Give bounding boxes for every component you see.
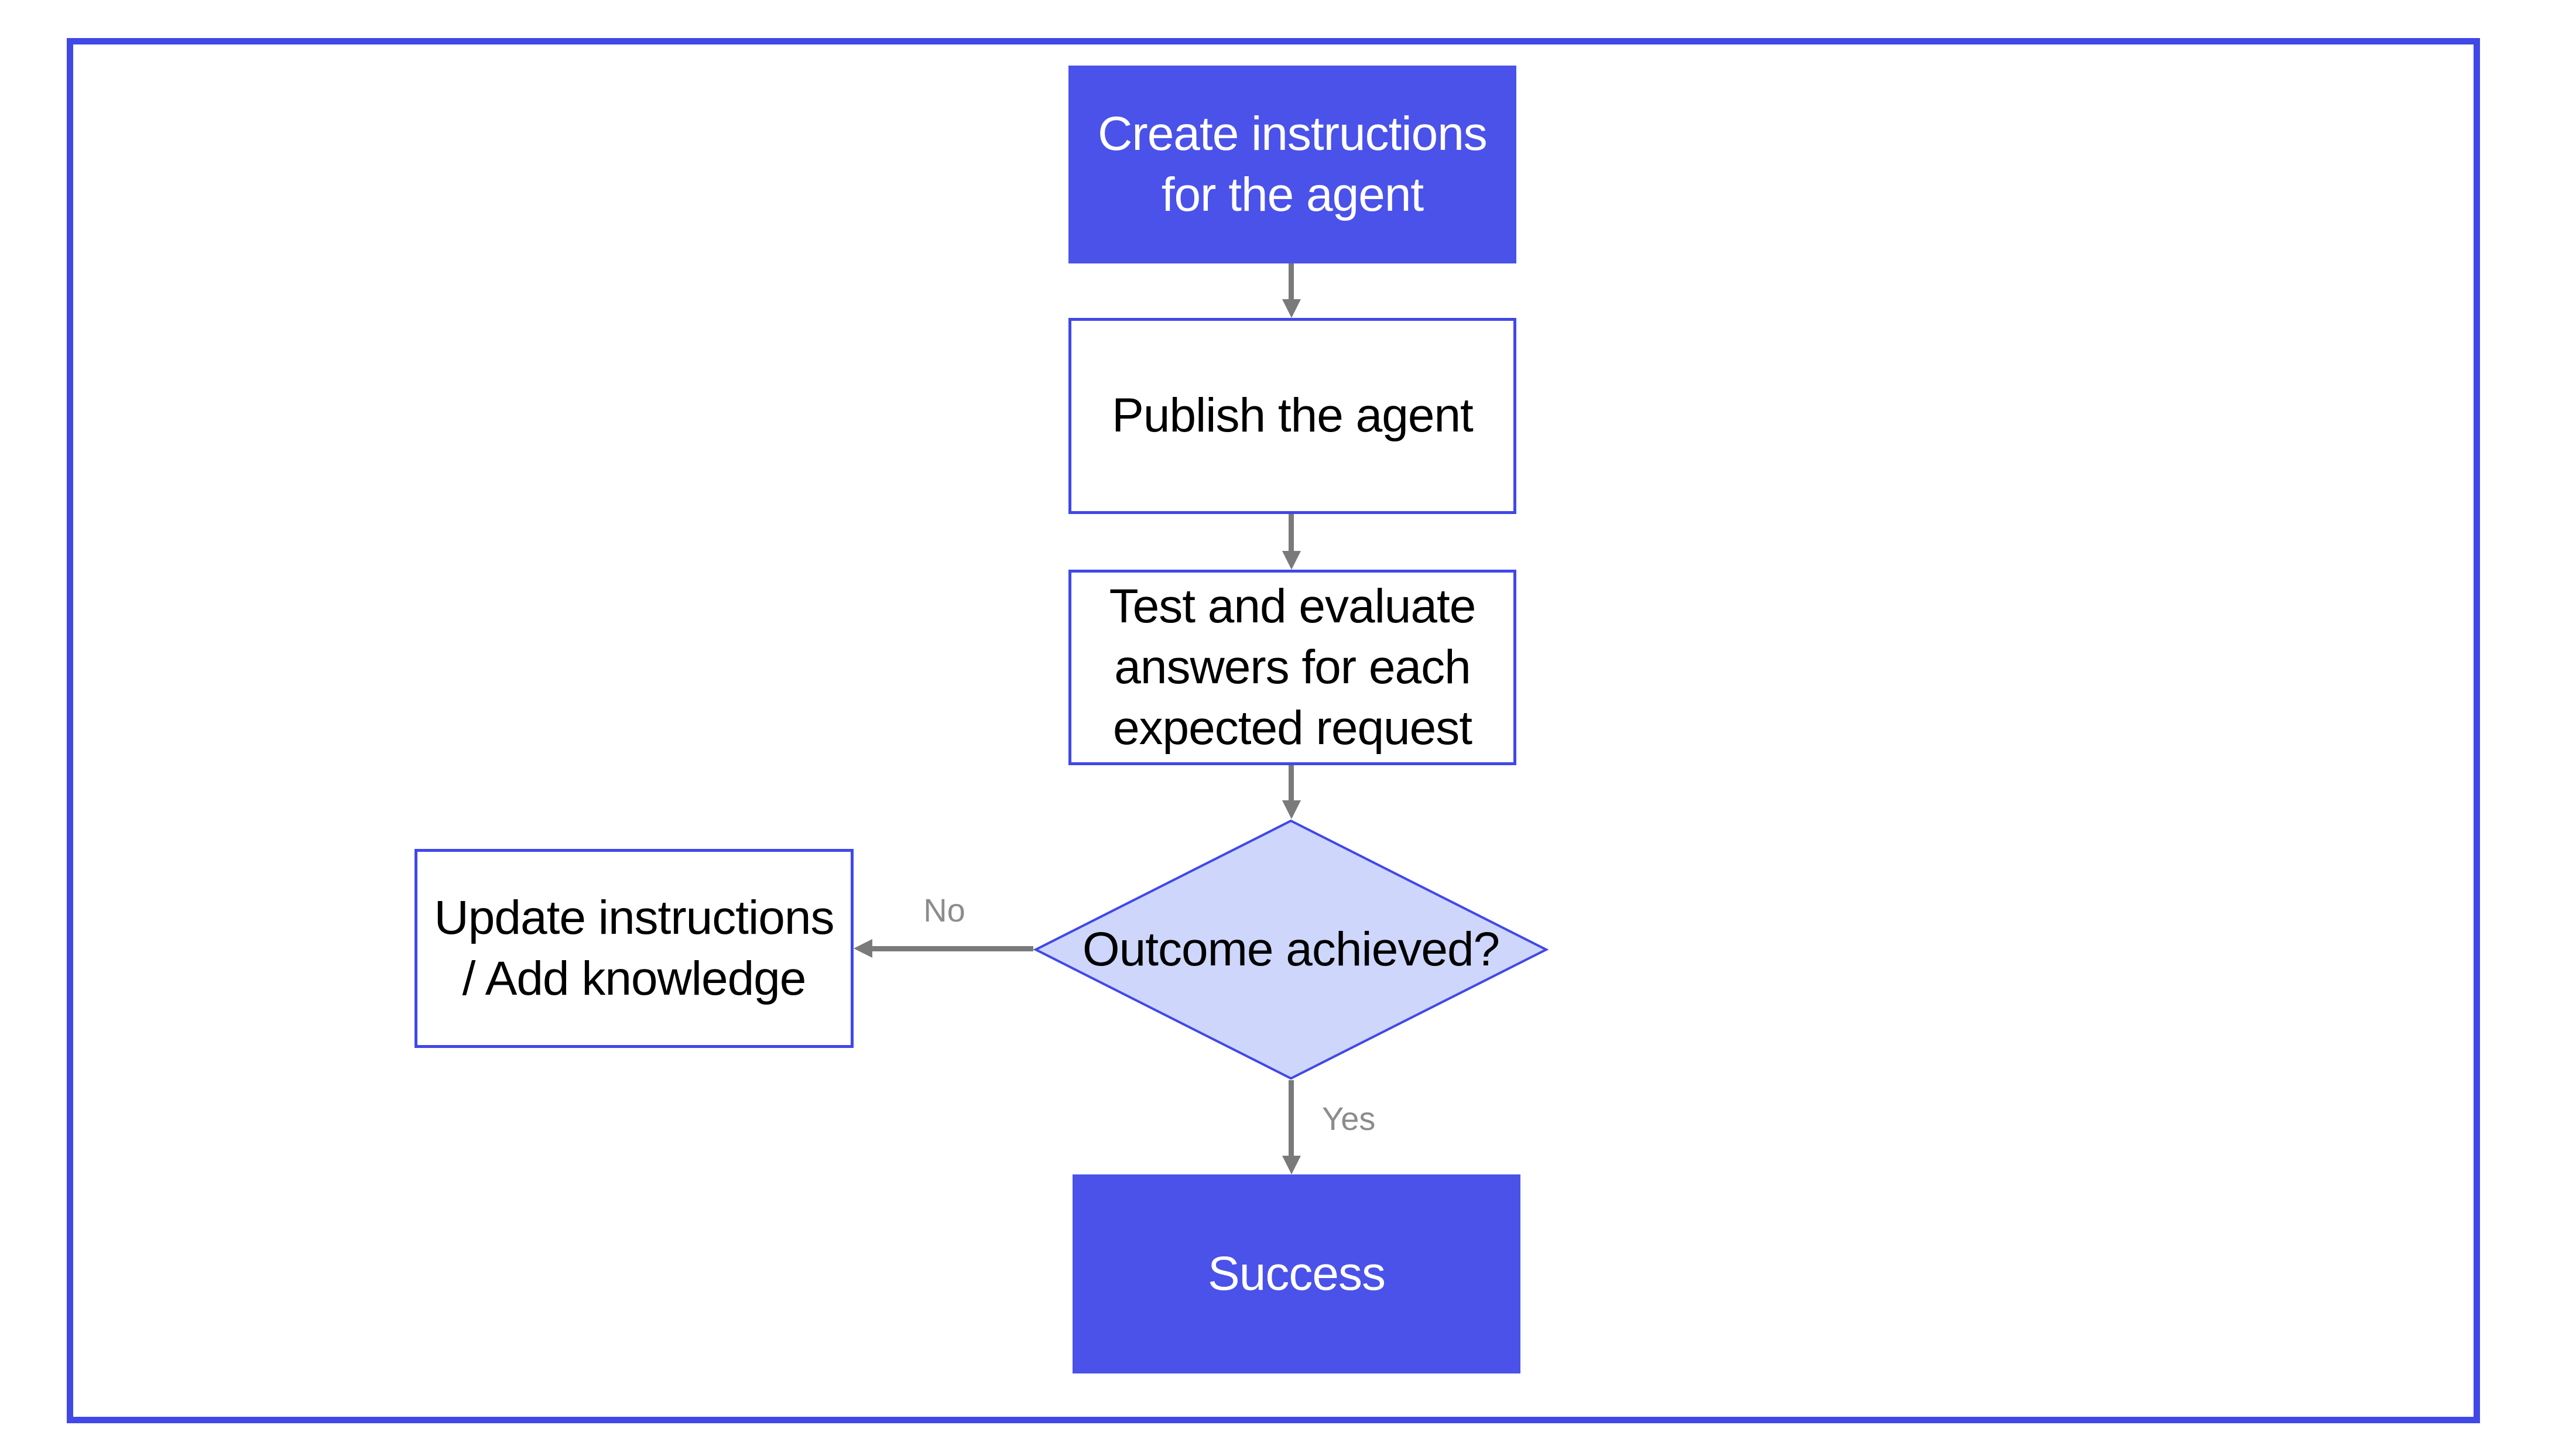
edge-test-decision-arrowhead-icon (1282, 800, 1301, 819)
node-create-instructions-label: Create instructions for the agent (1098, 107, 1488, 221)
node-test-evaluate: Test and evaluate answers for each expec… (1068, 570, 1516, 765)
outer-border-frame (67, 38, 2480, 1423)
node-update-instructions: Update instructions / Add knowledge (415, 849, 854, 1048)
edge-publish-test-line (1289, 514, 1294, 552)
node-update-instructions-label: Update instructions / Add knowledge (434, 890, 835, 1005)
edge-create-publish-line (1289, 263, 1294, 300)
node-create-instructions: Create instructions for the agent (1068, 66, 1516, 263)
edge-test-decision-line (1289, 765, 1294, 801)
edge-publish-test-arrowhead-icon (1282, 551, 1301, 570)
edge-decision-update-arrowhead-icon (854, 939, 872, 958)
edge-create-publish-arrowhead-icon (1282, 299, 1301, 318)
node-test-evaluate-label: Test and evaluate answers for each expec… (1109, 579, 1477, 755)
edge-decision-success-arrowhead-icon (1282, 1156, 1301, 1174)
edge-label-no: No (923, 892, 965, 929)
edge-decision-update-line (872, 946, 1033, 951)
edge-decision-success-line (1289, 1080, 1294, 1157)
decision-diamond-shape (1033, 819, 1549, 1080)
node-publish-agent-label: Publish the agent (1112, 389, 1474, 443)
node-success: Success (1073, 1174, 1520, 1373)
node-success-label: Success (1208, 1246, 1386, 1300)
edge-label-yes: Yes (1322, 1100, 1376, 1137)
node-outcome-decision-label: Outcome achieved? (1082, 922, 1500, 976)
node-outcome-decision: Outcome achieved? (1033, 819, 1549, 1080)
node-publish-agent: Publish the agent (1068, 318, 1516, 514)
